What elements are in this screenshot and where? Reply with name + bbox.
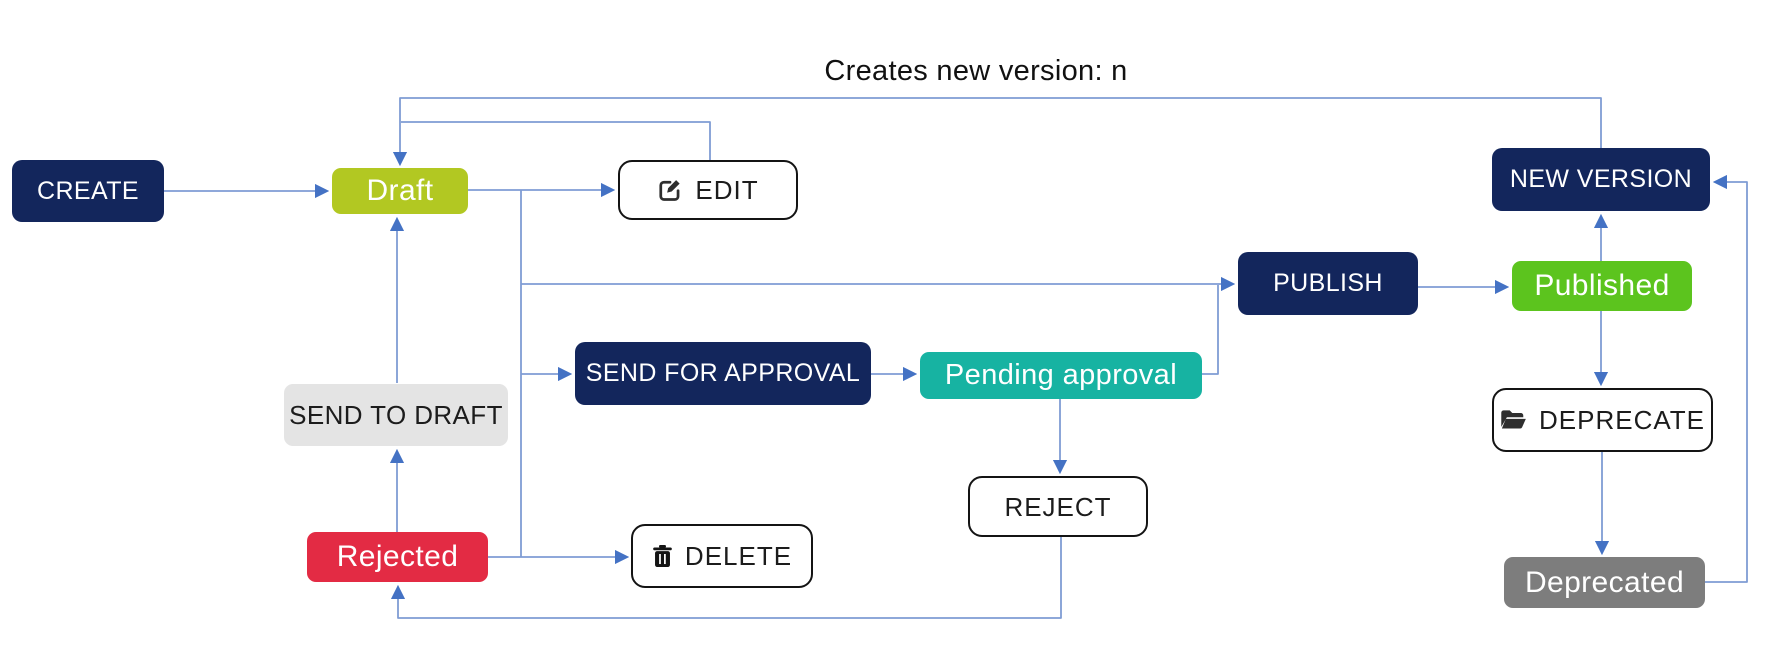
published-label: Published — [1534, 269, 1670, 302]
edit-icon — [657, 177, 683, 203]
rejected-label: Rejected — [336, 540, 459, 573]
send-for-approval-label: SEND FOR APPROVAL — [585, 359, 861, 387]
node-draft: Draft — [332, 168, 468, 214]
create-label: CREATE — [37, 176, 139, 205]
edge-deprecated-to-new-version — [1705, 174, 1748, 583]
edge-pending-to-publish — [1202, 285, 1219, 375]
node-delete[interactable]: DELETE — [631, 524, 813, 588]
edge-edit-to-draft — [401, 121, 711, 160]
delete-label: DELETE — [684, 541, 793, 571]
node-reject[interactable]: REJECT — [968, 476, 1148, 537]
node-rejected: Rejected — [307, 532, 488, 582]
node-deprecated: Deprecated — [1504, 557, 1705, 608]
node-deprecate[interactable]: DEPRECATE — [1492, 388, 1713, 452]
edit-label: EDIT — [695, 175, 759, 205]
edge-new-version-to-draft — [392, 97, 1602, 167]
folder-open-icon — [1500, 409, 1527, 431]
edge-label-creates-new-version: Creates new version: n — [824, 55, 1128, 87]
node-pending-approval: Pending approval — [920, 352, 1202, 399]
node-send-to-draft[interactable]: SEND TO DRAFT — [284, 384, 508, 446]
deprecate-label: DEPRECATE — [1539, 405, 1705, 435]
pending-approval-label: Pending approval — [944, 359, 1178, 391]
draft-label: Draft — [366, 174, 434, 207]
reject-label: REJECT — [1004, 491, 1112, 522]
edge-reject-to-rejected — [390, 537, 1062, 619]
new-version-label: NEW VERSION — [1509, 165, 1693, 193]
send-to-draft-label: SEND TO DRAFT — [289, 400, 503, 430]
publish-label: PUBLISH — [1273, 269, 1383, 297]
node-edit[interactable]: EDIT — [618, 160, 798, 220]
trash-icon — [652, 544, 673, 568]
node-create[interactable]: CREATE — [12, 160, 164, 222]
node-new-version[interactable]: NEW VERSION — [1492, 148, 1710, 211]
deprecated-label: Deprecated — [1524, 565, 1685, 599]
node-send-for-approval[interactable]: SEND FOR APPROVAL — [575, 342, 871, 405]
node-publish[interactable]: PUBLISH — [1238, 252, 1418, 315]
node-published: Published — [1512, 261, 1692, 311]
